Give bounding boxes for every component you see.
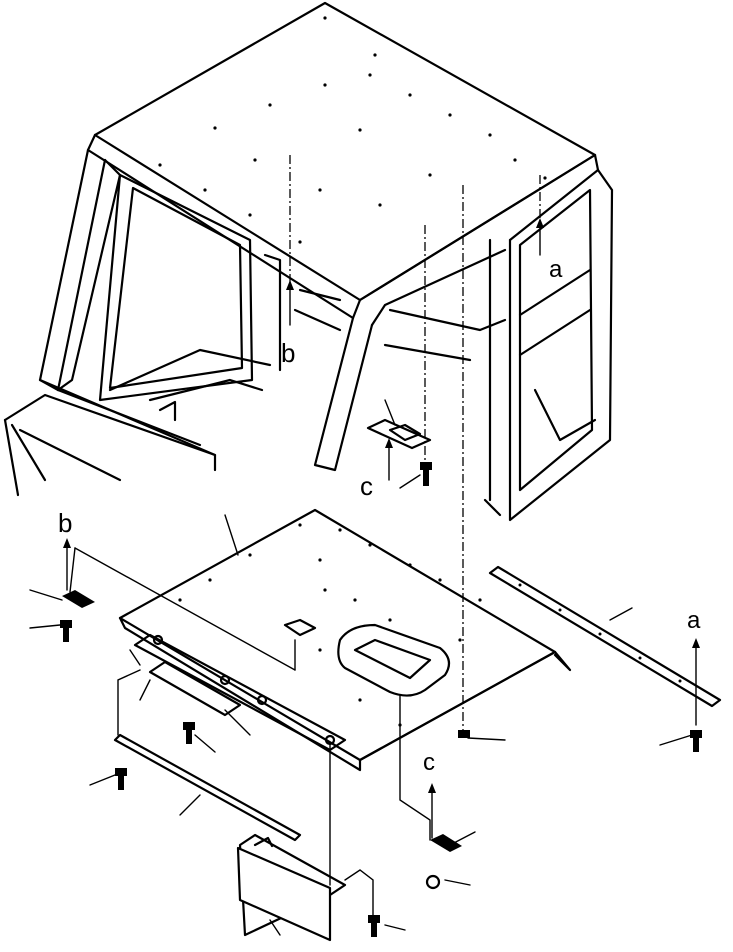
label-c-right: c <box>423 749 435 776</box>
bolt-strip-right <box>690 730 702 752</box>
label-a-right: a <box>687 607 701 634</box>
bottom-strip <box>113 733 302 842</box>
direction-arrows <box>63 218 700 839</box>
bracket <box>148 660 242 717</box>
arrow-a-top <box>536 218 544 256</box>
pad-left <box>62 590 95 608</box>
right-strip <box>488 565 722 708</box>
access-cover <box>236 833 347 942</box>
label-b-left: b <box>58 508 72 538</box>
label-b-top: b <box>281 338 295 368</box>
bracket-upper <box>366 418 432 450</box>
bolt-mid-1 <box>183 722 195 744</box>
bolt-center <box>458 730 470 738</box>
bolt-left-bottom <box>115 768 127 790</box>
arrow-b-left <box>63 538 71 591</box>
label-c-top: c <box>360 471 373 501</box>
leader-lines <box>29 399 693 936</box>
arrow-c-right <box>428 783 436 839</box>
pad-right <box>430 834 462 852</box>
label-a-top: a <box>549 256 563 283</box>
arrow-labels: a b c b c a <box>58 256 701 776</box>
bolt-upper-c <box>420 462 432 486</box>
arrow-a-right <box>692 638 700 726</box>
dashed-centerlines <box>289 155 541 730</box>
bolt-cover <box>368 915 380 937</box>
arrow-b-top <box>286 280 294 326</box>
floor-plate <box>118 508 572 772</box>
front-mount-plate <box>133 633 347 752</box>
cab-frame <box>3 1 614 522</box>
bolt-left-top <box>60 620 72 642</box>
bolt-right <box>425 874 441 890</box>
arrow-c-top <box>385 438 393 481</box>
